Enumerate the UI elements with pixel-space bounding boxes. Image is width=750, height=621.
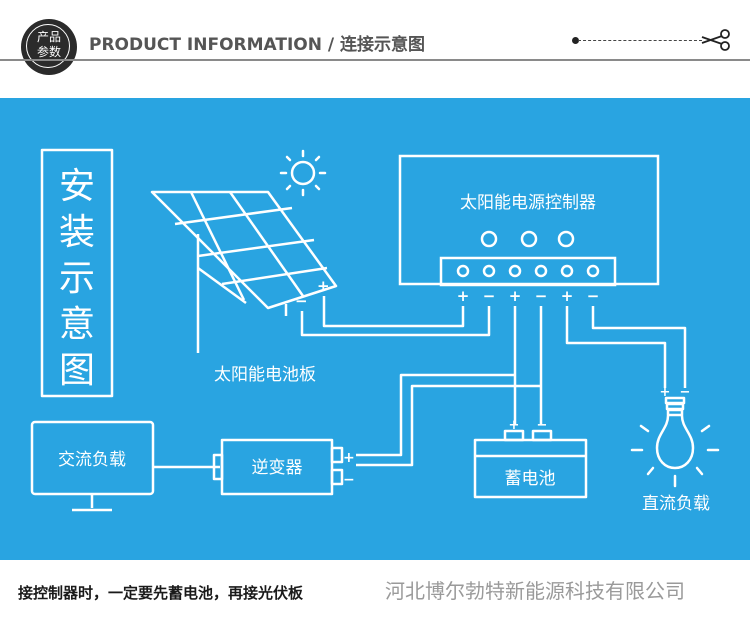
battery-minus-post bbox=[531, 429, 553, 442]
terminal-sign-3: + bbox=[509, 287, 522, 305]
inverter-label: 逆变器 bbox=[252, 458, 303, 478]
controller-indicator-3 bbox=[557, 230, 575, 248]
ac-load-label: 交流负载 bbox=[58, 450, 126, 470]
terminal-3 bbox=[508, 264, 522, 278]
connection-diagram: 安 装 示 意 图 bbox=[30, 148, 720, 514]
side-title-char-3: 示 bbox=[59, 258, 95, 299]
controller-indicator-1 bbox=[480, 230, 498, 248]
solar-panel-minus: − bbox=[295, 292, 308, 310]
terminal-4 bbox=[534, 264, 548, 278]
terminal-sign-6: − bbox=[587, 287, 600, 305]
inverter-left-connector bbox=[212, 453, 224, 481]
terminal-sign-4: − bbox=[535, 287, 548, 305]
battery-plus: + bbox=[509, 418, 520, 433]
sun-icon bbox=[279, 149, 327, 197]
bulb-plus: + bbox=[660, 385, 671, 400]
terminal-sign-1: + bbox=[457, 287, 470, 305]
controller-label: 太阳能电源控制器 bbox=[460, 193, 596, 213]
battery-plus-post bbox=[503, 429, 525, 442]
diagram-panel: 安 装 示 意 图 bbox=[0, 98, 750, 560]
controller-box bbox=[398, 154, 660, 286]
header-title: PRODUCT INFORMATION / 连接示意图 bbox=[89, 35, 426, 55]
dashed-line-start-dot bbox=[572, 37, 579, 44]
side-title-char-2: 装 bbox=[59, 212, 95, 253]
side-title-char-4: 意 bbox=[59, 304, 95, 345]
scissors-icon bbox=[701, 29, 730, 51]
badge-line1: 产品 bbox=[36, 30, 61, 44]
terminal-sign-2: − bbox=[483, 287, 496, 305]
wires bbox=[153, 296, 687, 469]
battery-box bbox=[473, 438, 588, 499]
terminal-sign-5: + bbox=[561, 287, 574, 305]
header-divider bbox=[0, 59, 750, 61]
terminal-5 bbox=[560, 264, 574, 278]
badge-ring bbox=[26, 24, 70, 68]
side-title-char-1: 安 bbox=[59, 166, 95, 207]
light-bulb-icon bbox=[630, 396, 720, 488]
inverter-minus-terminal bbox=[330, 468, 344, 486]
side-title-frame bbox=[40, 148, 114, 398]
bulb-minus: − bbox=[680, 385, 691, 400]
controller-indicator-2 bbox=[520, 230, 538, 248]
footer: 接控制器时，一定要先蓄电池，再接光伏板 河北博尔勃特新能源科技有限公司 bbox=[0, 560, 750, 621]
side-title-char-5: 图 bbox=[59, 350, 95, 391]
badge-line2: 参数 bbox=[36, 45, 61, 59]
dc-load-label: 直流负载 bbox=[642, 494, 710, 514]
solar-panel-label: 太阳能电池板 bbox=[214, 365, 316, 385]
controller-terminal-block bbox=[439, 256, 617, 287]
terminal-1 bbox=[456, 264, 470, 278]
company-name: 河北博尔勃特新能源科技有限公司 bbox=[385, 579, 685, 603]
dashed-cut-line bbox=[578, 40, 702, 41]
installation-note: 接控制器时，一定要先蓄电池，再接光伏板 bbox=[18, 584, 304, 602]
badge-text: 产品 参数 bbox=[21, 30, 77, 60]
solar-panel-icon bbox=[150, 190, 338, 353]
inverter-plus-terminal bbox=[330, 446, 344, 464]
terminal-6 bbox=[586, 264, 600, 278]
header: 产品 参数 PRODUCT INFORMATION / 连接示意图 bbox=[0, 0, 750, 98]
inverter-plus: + bbox=[343, 450, 355, 466]
battery-label: 蓄电池 bbox=[505, 469, 556, 489]
battery-minus: − bbox=[537, 418, 548, 433]
solar-panel-plus: + bbox=[317, 277, 330, 295]
inverter-minus: − bbox=[343, 472, 355, 488]
terminal-2 bbox=[482, 264, 496, 278]
